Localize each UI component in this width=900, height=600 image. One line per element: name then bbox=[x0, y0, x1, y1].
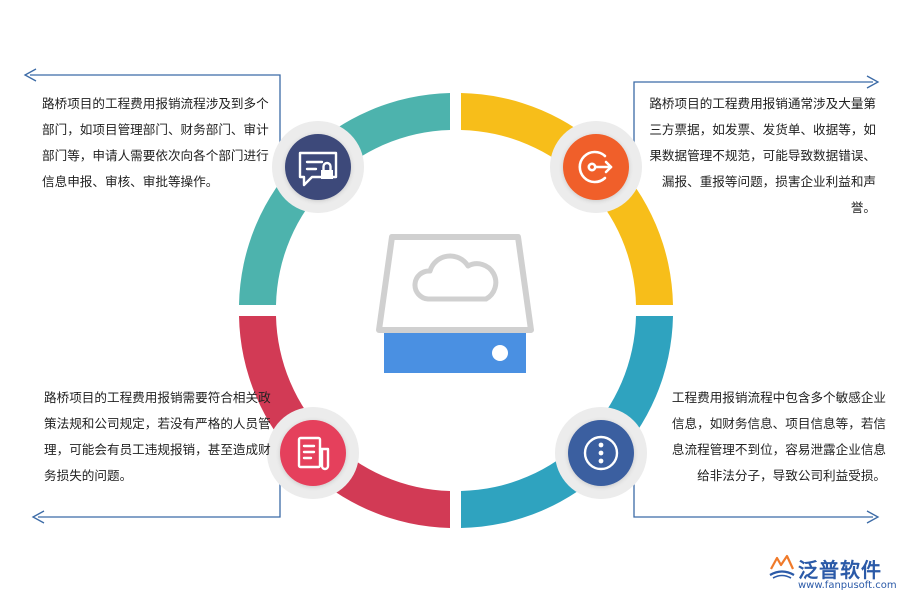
badge-bottom-left bbox=[267, 407, 359, 499]
fanpu-logo-icon bbox=[769, 554, 795, 579]
badge-bottom-right bbox=[555, 407, 647, 499]
message-lock-icon bbox=[298, 151, 338, 187]
paragraph-top-right: 路桥项目的工程费用报销通常涉及大量第三方票据，如发票、发货单、收据等，如果数据管… bbox=[649, 96, 876, 215]
badge-top-left bbox=[272, 121, 364, 213]
brand-name: 泛普软件 bbox=[798, 558, 882, 582]
badge-top-right bbox=[550, 121, 642, 213]
brand-url: www.fanpusoft.com bbox=[798, 580, 897, 591]
document-icon bbox=[297, 436, 330, 471]
circular-arrow-icon bbox=[578, 150, 613, 184]
cloud-drive-icon bbox=[376, 234, 534, 373]
more-options-icon bbox=[583, 435, 619, 471]
brand-watermark: 泛普软件 www.fanpusoft.com bbox=[768, 552, 897, 596]
paragraph-bottom-left: 路桥项目的工程费用报销需要符合相关政策法规和公司规定，若没有严格的人员管理，可能… bbox=[44, 390, 271, 483]
paragraph-bottom-right: 工程费用报销流程中包含多个敏感企业信息，如财务信息、项目信息等，若信息流程管理不… bbox=[671, 390, 886, 483]
paragraph-top-left: 路桥项目的工程费用报销流程涉及到多个部门，如项目管理部门、财务部门、审计部门等，… bbox=[42, 96, 269, 189]
